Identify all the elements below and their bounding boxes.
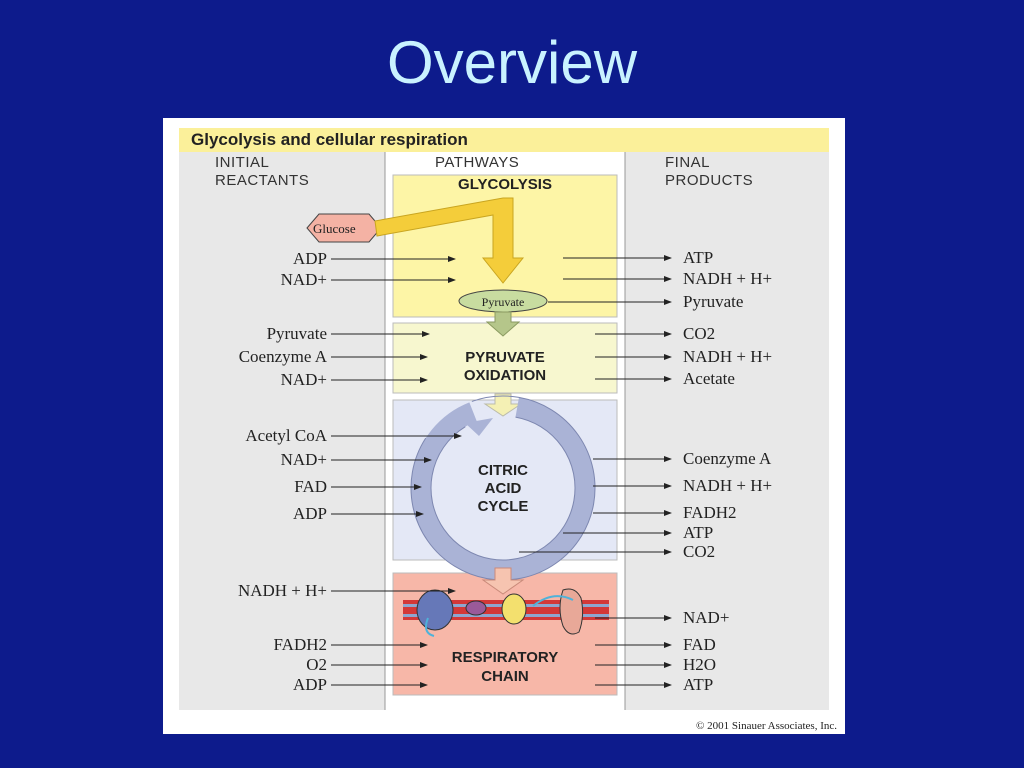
- cycle-label-line1: CITRIC: [478, 462, 528, 479]
- cycle-output-fadh2: FADH2: [683, 503, 737, 522]
- glycolysis-output-pyruvate: Pyruvate: [683, 292, 744, 311]
- cycle-input-nad: NAD+: [280, 450, 327, 469]
- cycle-input-fad: FAD: [294, 477, 327, 496]
- final-products-column: [625, 152, 829, 710]
- oxidation-input-coenzyme-a: Coenzyme A: [238, 347, 327, 366]
- initial-reactants-header: INITIAL REACTANTS: [215, 154, 309, 190]
- chain-input-adp: ADP: [292, 675, 327, 694]
- chain-output-h2o: H2O: [683, 655, 717, 674]
- pyruvate-oxidation-label: PYRUVATE OXIDATION: [393, 349, 617, 385]
- figure-title-bar: [179, 128, 829, 152]
- cycle-output-nadh: NADH + H+: [683, 476, 773, 495]
- glycolysis-input-adp: ADP: [292, 249, 327, 268]
- glycolysis-output-nadh: NADH + H+: [683, 269, 773, 288]
- oxidation-input-pyruvate: Pyruvate: [266, 324, 327, 343]
- oxidation-label-line1: PYRUVATE: [465, 349, 545, 366]
- complex-4: [559, 588, 584, 635]
- cycle-input-acetyl-coa: Acetyl CoA: [245, 426, 327, 445]
- final-header-line2: PRODUCTS: [665, 172, 754, 189]
- slide-title: Overview: [386, 29, 638, 96]
- initial-reactants-column: [179, 152, 385, 710]
- diagram-figure: Glycolysis and cellular respiration INIT…: [163, 118, 845, 734]
- cycle-label-line3: CYCLE: [477, 498, 529, 515]
- oxidation-to-cycle-arrow: [483, 393, 523, 417]
- pyruvate-to-oxidation-arrow: [485, 311, 521, 337]
- cycle-output-coenzyme-a: Coenzyme A: [683, 449, 772, 468]
- glycolysis-flow-arrow: [374, 197, 525, 284]
- cycle-arrowhead: [465, 418, 493, 436]
- citric-acid-cycle-label: CITRIC ACID CYCLE: [453, 462, 553, 516]
- complex-2: [465, 600, 487, 616]
- oxidation-label-line2: OXIDATION: [463, 367, 547, 384]
- glucose-label: Glucose: [313, 221, 356, 236]
- chain-input-nadh: NADH + H+: [237, 581, 327, 600]
- glycolysis-label: GLYCOLYSIS: [458, 176, 552, 193]
- glycolysis-input-nad: NAD+: [280, 270, 327, 289]
- respiratory-chain-label: RESPIRATORY CHAIN: [393, 648, 617, 686]
- figure-title: Glycolysis and cellular respiration: [191, 130, 468, 149]
- oxidation-input-nad: NAD+: [280, 370, 327, 389]
- chain-output-fad: FAD: [683, 635, 716, 654]
- cycle-label-line2: ACID: [484, 480, 522, 497]
- oxidation-output-co2: CO2: [683, 324, 716, 343]
- final-header-line1: FINAL: [665, 154, 711, 171]
- copyright-notice: © 2001 Sinauer Associates, Inc.: [696, 720, 837, 732]
- chain-output-atp: ATP: [683, 675, 714, 694]
- chain-input-fadh2: FADH2: [273, 635, 327, 654]
- chain-label-line2: CHAIN: [481, 668, 529, 685]
- initial-header-line1: INITIAL: [215, 154, 270, 171]
- complex-3: [501, 593, 527, 625]
- glycolysis-output-atp: ATP: [683, 248, 714, 267]
- cycle-output-co2: CO2: [683, 542, 716, 561]
- cycle-input-adp: ADP: [292, 504, 327, 523]
- pathways-header: PATHWAYS: [435, 154, 520, 171]
- chain-input-o2: O2: [306, 655, 327, 674]
- cycle-output-atp: ATP: [683, 523, 714, 542]
- oxidation-output-nadh: NADH + H+: [683, 347, 773, 366]
- cycle-to-chain-arrow: [481, 567, 525, 595]
- chain-output-nad: NAD+: [683, 608, 730, 627]
- initial-header-line2: REACTANTS: [215, 172, 310, 189]
- final-products-header: FINAL PRODUCTS: [665, 154, 753, 190]
- pyruvate-pill-label: Pyruvate: [481, 295, 525, 309]
- oxidation-output-acetate: Acetate: [683, 369, 735, 388]
- complex-1: [416, 589, 454, 631]
- diagram-canvas: [179, 152, 829, 710]
- chain-label-line1: RESPIRATORY: [451, 649, 559, 666]
